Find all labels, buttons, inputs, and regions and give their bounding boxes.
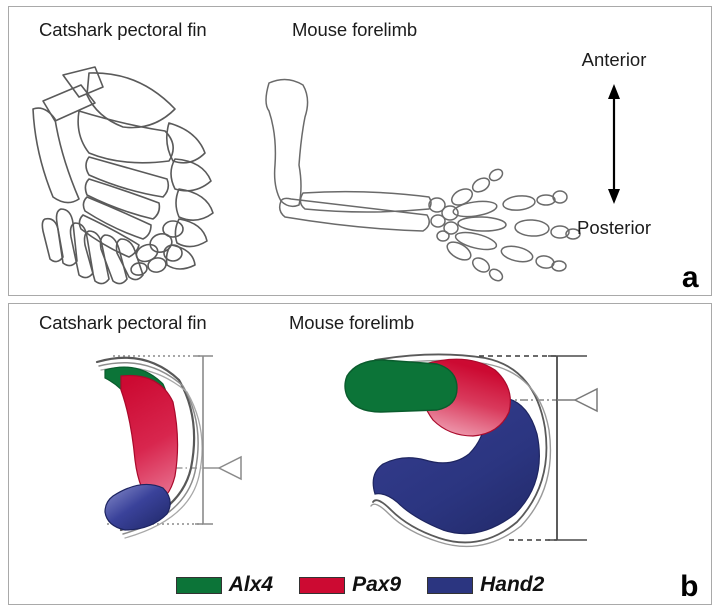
gene-legend: Alx4 Pax9 Hand2: [9, 573, 711, 597]
legend-swatch-pax9: [299, 576, 346, 594]
mouse-forelimb-skeleton: [247, 69, 607, 289]
legend-item-pax9: Pax9: [299, 573, 401, 597]
panel-a: Catshark pectoral fin Mouse forelimb: [8, 6, 712, 296]
panel-b-letter: b: [680, 570, 698, 603]
panel-b-title-catshark: Catshark pectoral fin: [39, 312, 207, 333]
legend-swatch-hand2: [427, 576, 474, 594]
panel-a-title-catshark: Catshark pectoral fin: [39, 19, 207, 40]
catshark-pectoral-fin-skeleton: [27, 57, 232, 292]
panel-b: Catshark pectoral fin Mouse forelimb: [8, 303, 712, 605]
panel-a-letter: a: [681, 261, 699, 294]
legend-swatch-alx4: [175, 576, 222, 594]
legend-label-pax9: Pax9: [352, 573, 402, 596]
panel-a-title-mouse: Mouse forelimb: [292, 19, 418, 40]
anterior-posterior-axis: Anterior Posterior: [539, 49, 689, 239]
legend-label-alx4: Alx4: [228, 573, 274, 596]
axis-double-arrow-icon: [539, 71, 689, 217]
catshark-fin-bud-expression-diagram: [77, 344, 257, 554]
mouse-limb-bud-expression-diagram: [339, 342, 629, 562]
legend-item-hand2: Hand2: [427, 573, 544, 597]
legend-item-alx4: Alx4: [175, 573, 274, 597]
posterior-label: Posterior: [576, 217, 652, 238]
anterior-label: Anterior: [581, 49, 647, 70]
legend-label-hand2: Hand2: [480, 573, 545, 596]
panel-b-title-mouse: Mouse forelimb: [289, 312, 415, 333]
